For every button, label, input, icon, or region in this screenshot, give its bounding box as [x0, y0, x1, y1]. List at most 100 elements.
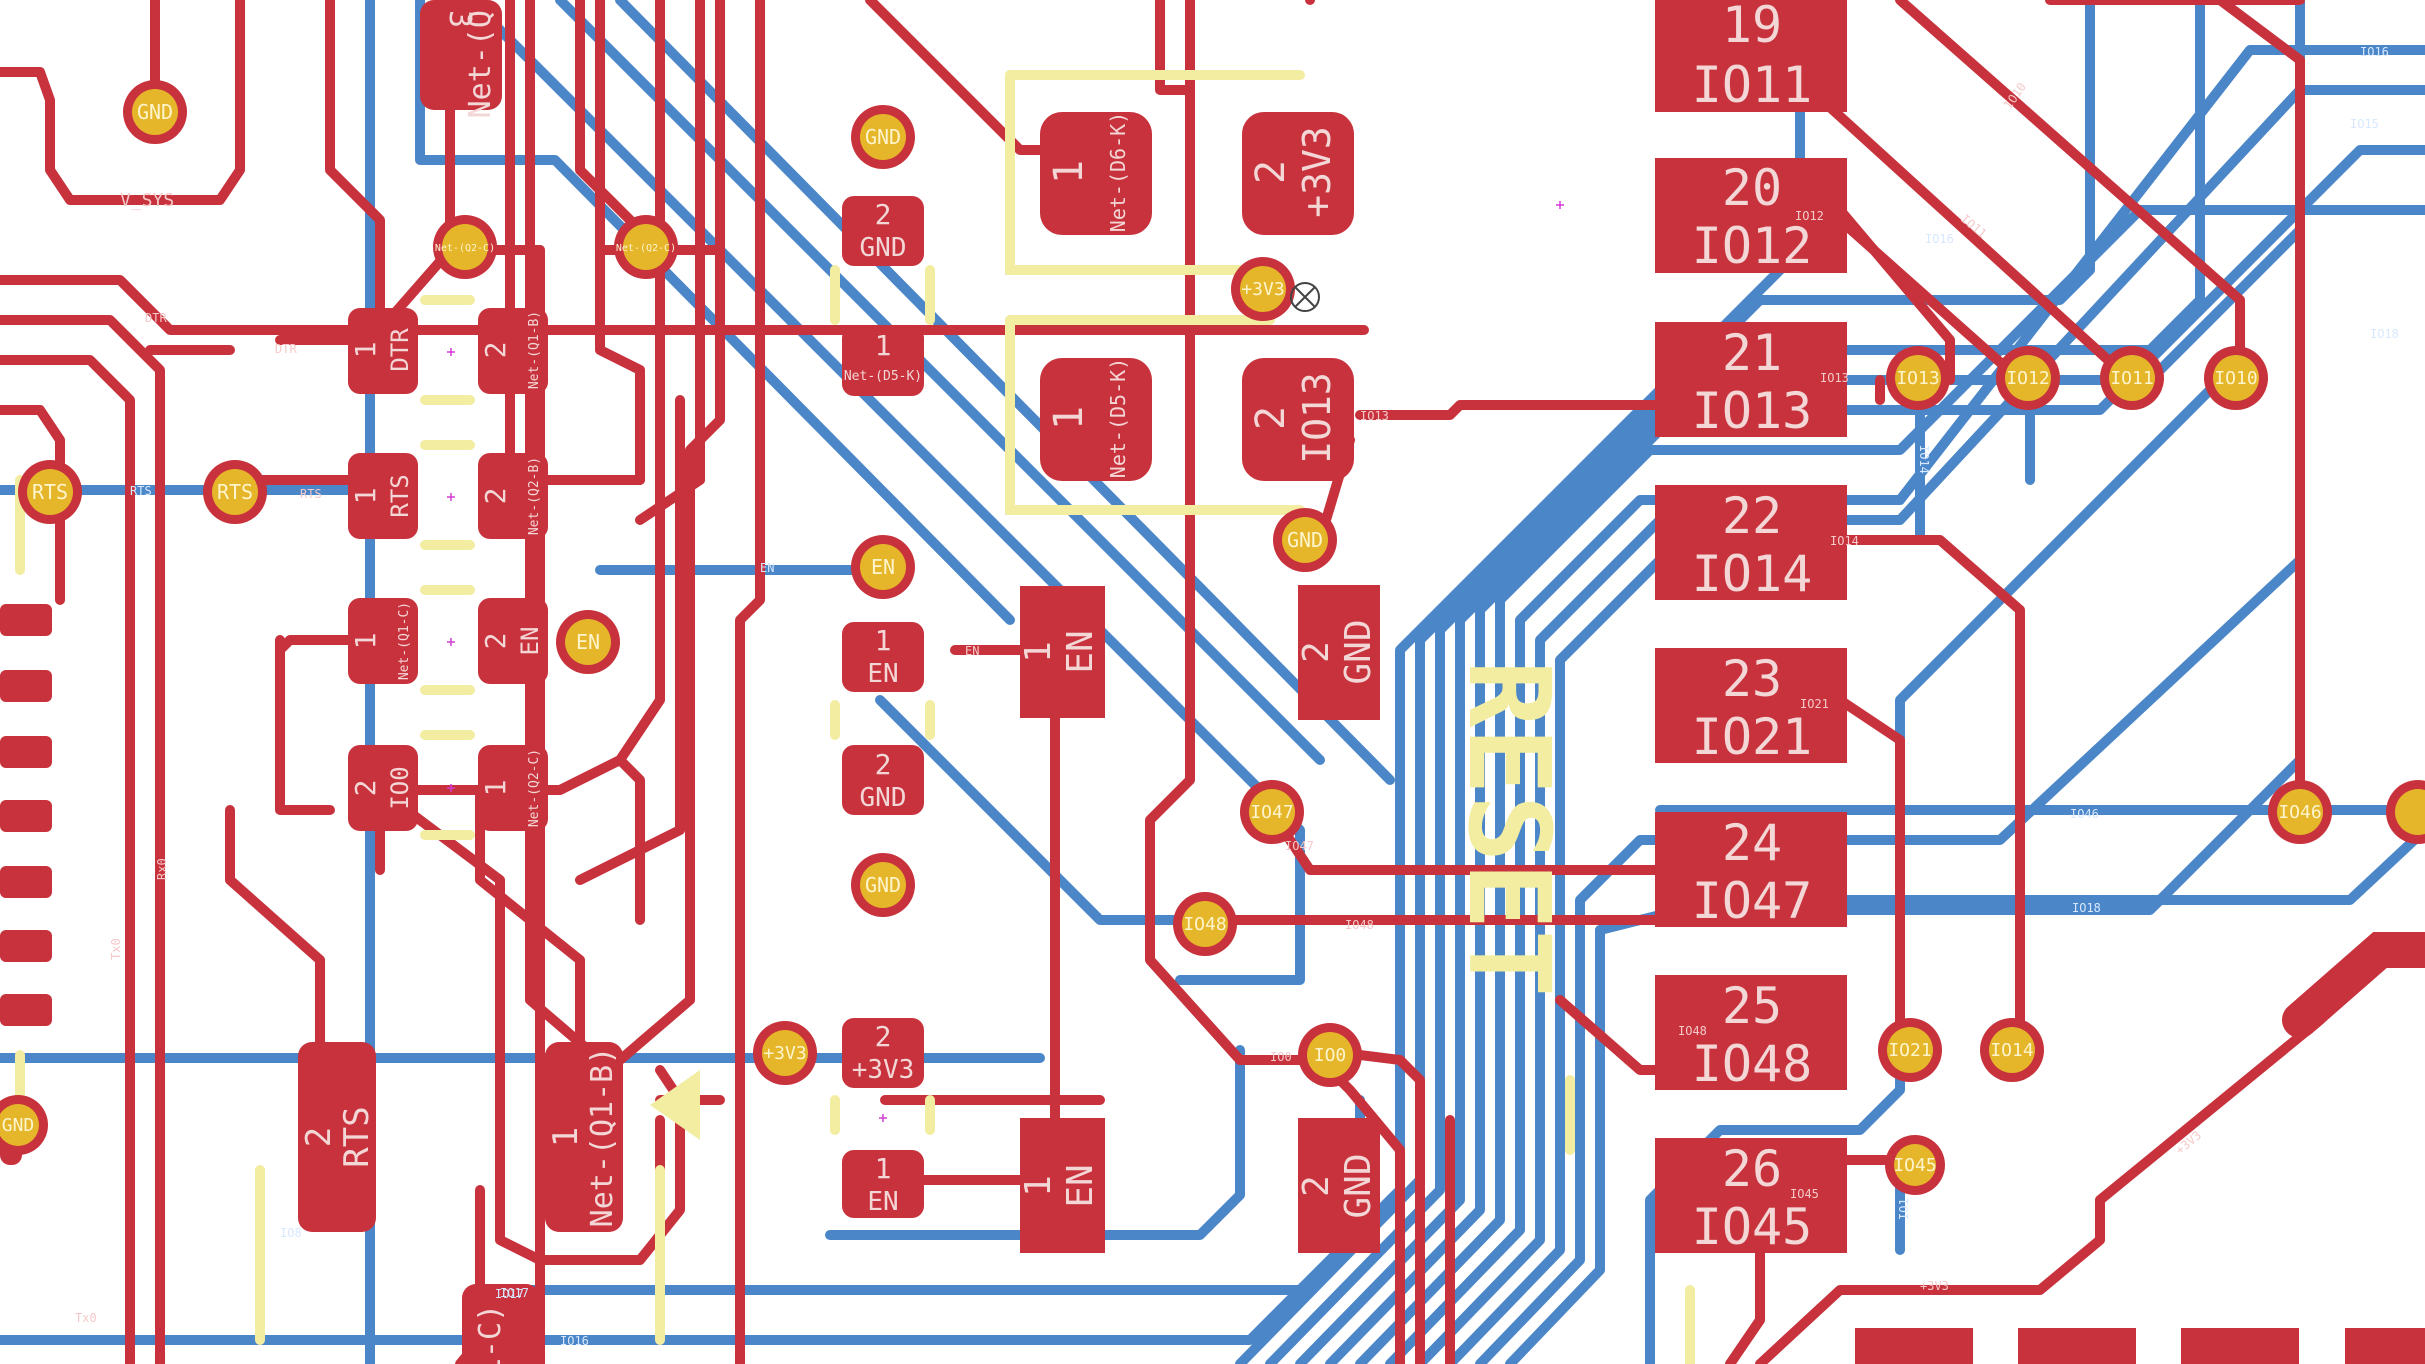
pad-net: GND — [860, 783, 907, 813]
svg-text:GND: GND — [1287, 528, 1323, 552]
via: GND — [0, 1095, 48, 1155]
power-trace — [2282, 932, 2425, 1038]
via: IO45 — [1885, 1135, 1945, 1195]
via: GND — [123, 80, 187, 144]
header-pin-number: 22 — [1722, 487, 1782, 545]
svg-text:GND: GND — [137, 100, 173, 124]
header-pad — [1655, 322, 1847, 437]
pad-net: Net-(Q1-B) — [527, 311, 542, 389]
pad-number: 1 — [349, 488, 382, 505]
marker-icons — [1290, 282, 1320, 312]
vias: GND Net-(Q2-C) Net-(Q2-C) GND RTS RTS GN… — [0, 80, 2425, 1195]
header-pad — [1655, 0, 1847, 112]
pad-net: Net-(Q2-B) — [527, 457, 542, 535]
pad-net: EN — [1060, 1164, 1101, 1207]
svg-text:Rx0: Rx0 — [155, 858, 169, 880]
pad-number: 2 — [875, 198, 892, 231]
pad-number: 1 — [479, 780, 512, 797]
svg-text:IO11: IO11 — [2110, 368, 2153, 389]
silkscreen — [15, 70, 1695, 1364]
svg-text:IO12: IO12 — [2006, 368, 2049, 389]
svg-text:RTS: RTS — [300, 487, 322, 501]
pad-number: 2 — [299, 1127, 339, 1147]
pad-number: 2 — [479, 633, 512, 650]
pad-net: +3V3 — [852, 1055, 915, 1085]
svg-text:IO16: IO16 — [2360, 45, 2389, 59]
left-connector-pads — [0, 604, 52, 1026]
via: IO47 — [1240, 780, 1304, 844]
svg-text:IO46: IO46 — [2070, 807, 2099, 821]
bottom-header-pads — [1855, 1328, 2425, 1364]
svg-text:IO47: IO47 — [1285, 839, 1314, 853]
header-pads: 19 IO11 20 IO12 21 IO13 22 IO14 23 IO21 … — [1655, 0, 1847, 1256]
via: IO46 — [2268, 780, 2332, 844]
pad-net: Net-(Q1-B) — [585, 1047, 620, 1228]
origin-marks — [447, 201, 1564, 1122]
svg-text:IO21: IO21 — [1800, 697, 1829, 711]
via: IO10 — [2204, 346, 2268, 410]
via: EN — [556, 610, 620, 674]
via: IO12 — [1996, 346, 2060, 410]
via: RTS — [18, 460, 82, 524]
header-pin-number: 21 — [1722, 324, 1782, 382]
svg-text:IO15: IO15 — [2350, 117, 2379, 131]
svg-text:RTS: RTS — [32, 480, 68, 504]
svg-text:IO48: IO48 — [1183, 914, 1226, 935]
pad-number: 1-C) — [473, 1304, 508, 1364]
svg-text:Net-(Q2-C): Net-(Q2-C) — [435, 243, 495, 254]
header-pin-net: IO45 — [1692, 1198, 1812, 1256]
pin1-marker — [650, 1070, 700, 1140]
pad-net: IO13 — [1295, 372, 1339, 464]
pad-net: EN — [516, 627, 544, 656]
svg-text:Net-(Q2-C): Net-(Q2-C) — [616, 243, 676, 254]
pad-net: GND — [1338, 619, 1379, 684]
svg-text:GND: GND — [865, 873, 901, 897]
via: GND — [851, 853, 915, 917]
header-pad — [1655, 1138, 1847, 1253]
pad-number: 1 — [875, 1152, 892, 1185]
pad-number: 1 — [546, 1127, 586, 1147]
header-pad — [1655, 485, 1847, 600]
pad-net: IO0 — [386, 766, 414, 809]
pad-net: Net-(Q — [463, 10, 498, 118]
svg-text:EN: EN — [576, 630, 600, 654]
header-pad — [1655, 158, 1847, 273]
svg-text:IO21: IO21 — [1888, 1040, 1931, 1061]
svg-text:IO17: IO17 — [500, 1286, 529, 1300]
svg-text:IO10: IO10 — [2214, 368, 2257, 389]
via: IO48 — [1173, 892, 1237, 956]
header-pin-number: 25 — [1722, 977, 1782, 1035]
svg-text:IO1: IO1 — [1897, 1198, 1911, 1220]
pad-number: 1 — [349, 633, 382, 650]
header-pad — [1655, 812, 1847, 927]
via: +3V3 — [1231, 257, 1295, 321]
svg-text:IO13: IO13 — [1896, 368, 1939, 389]
net-labels: V_SYS DTR DTR RTS RTS EN EN IO48 IO47 IO… — [75, 45, 2399, 1348]
header-pin-net: IO11 — [1692, 56, 1812, 114]
pad-net: EN — [867, 659, 898, 689]
header-pin-net: IO48 — [1692, 1035, 1812, 1093]
svg-text:IO14: IO14 — [1830, 534, 1859, 548]
via: IO11 — [2100, 346, 2164, 410]
pad-number: 1 — [349, 342, 382, 359]
pad-net: Net-(D6-K) — [1106, 112, 1130, 232]
svg-text:IO45: IO45 — [1790, 1187, 1819, 1201]
header-pad — [1655, 648, 1847, 763]
svg-text:IO48: IO48 — [1345, 918, 1374, 932]
svg-text:IO48: IO48 — [1678, 1024, 1707, 1038]
reset-silkscreen-label: RESET — [1443, 660, 1573, 997]
via: RTS — [203, 460, 267, 524]
svg-text:IO47: IO47 — [1250, 802, 1293, 823]
via: IO13 — [1886, 346, 1950, 410]
pad-net: EN — [867, 1187, 898, 1217]
pad-number: 2 — [1296, 641, 1337, 663]
via: IO21 — [1878, 1018, 1942, 1082]
via: Net-(Q2-C) — [614, 215, 678, 279]
pad-net: GND — [860, 233, 907, 263]
svg-text:IO18: IO18 — [2072, 901, 2101, 915]
svg-text:IO13: IO13 — [1820, 371, 1849, 385]
pad-net: RTS — [337, 1106, 377, 1167]
header-pad — [1655, 975, 1847, 1090]
